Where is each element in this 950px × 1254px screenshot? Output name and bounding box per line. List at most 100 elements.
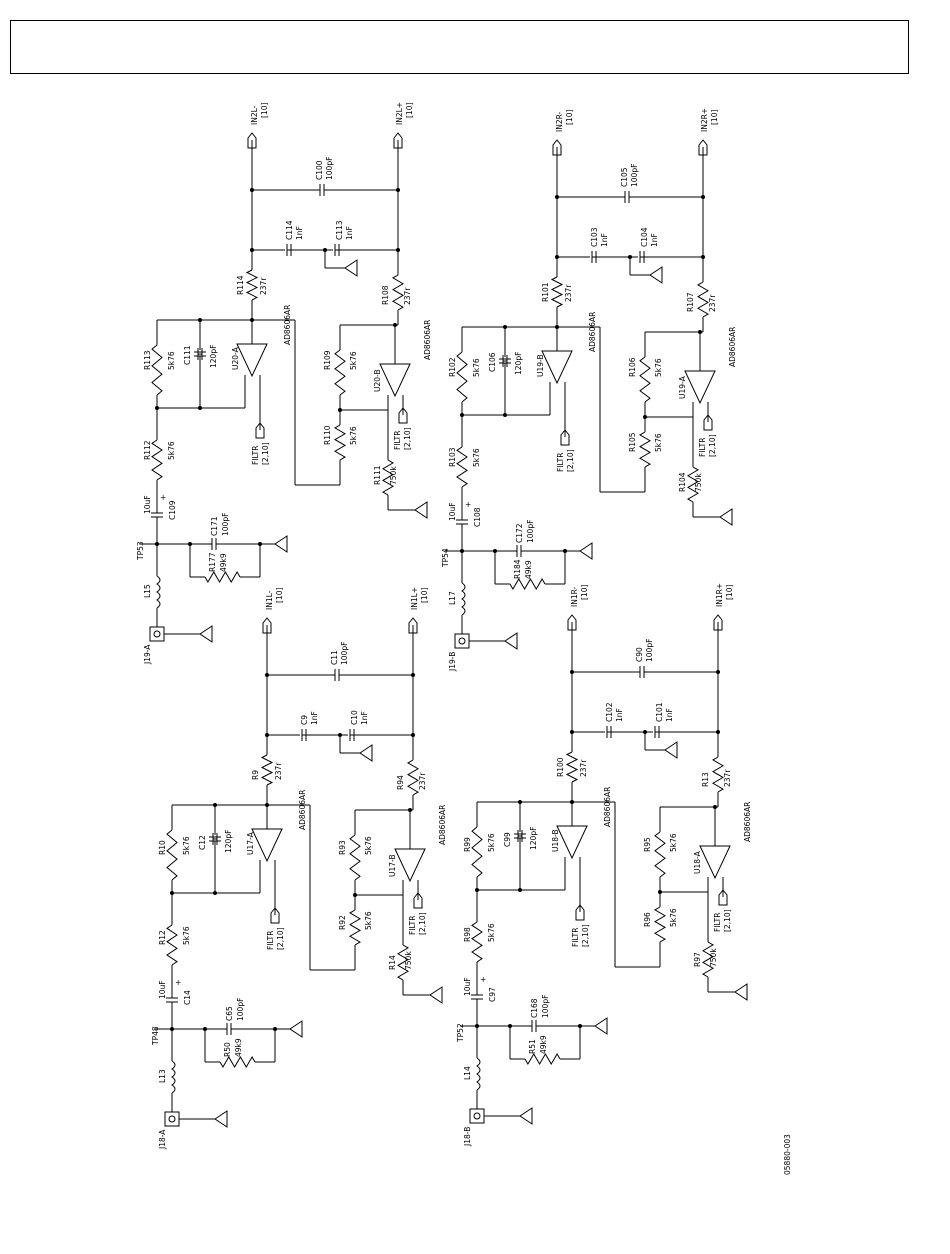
ground-symbol [579,542,593,560]
component-ref: C102 [605,702,614,722]
component-ref: C9 [300,715,309,725]
resistor [471,921,483,963]
inductor [476,1057,481,1091]
opamp-symbol [541,350,573,385]
component-value: 120pF [209,345,218,368]
component-value: 1nF [600,233,609,247]
component-ref: R98 [463,927,472,942]
opamp-ref: U17-A [246,831,255,855]
port-flag [270,907,280,924]
component-ref: R109 [323,350,332,370]
net-label: FILTR [393,431,402,450]
resistor [509,578,546,590]
port-flag [247,132,257,149]
resistor [349,834,361,881]
component-ref: C105 [620,167,629,187]
component-ref: R101 [541,282,550,302]
component-ref: C106 [488,352,497,372]
port-flag [703,414,713,431]
connector-label: J18-B [463,1127,472,1147]
component-ref: R97 [693,952,702,967]
component-value: 5k76 [669,833,678,852]
resistor [456,351,468,403]
inductor-label: L17 [448,591,457,605]
component-value: 750k [694,473,703,492]
testpoint-label: TP48 [151,1026,160,1046]
component-value: 1nF [345,226,354,240]
polarity-plus: + [465,500,471,509]
component-ref: C65 [225,1006,234,1021]
output-net-label: IN1L- [265,590,274,610]
component-value: 120pF [529,827,538,850]
output-net-label: IN2R- [555,111,564,132]
opamp-ref: U20-B [373,369,382,392]
component-value: 237r [564,284,573,302]
net-label: FILTR [556,453,565,472]
component-ref: R104 [678,472,687,492]
component-ref: C114 [285,220,294,240]
component-ref: R107 [686,292,695,312]
output-net-label: IN1L+ [410,587,419,610]
component-value: 10uF [158,980,167,999]
ground-symbol [519,1107,533,1125]
component-ref: R95 [643,837,652,852]
component-value: 120pF [224,830,233,853]
ground-symbol [274,535,288,553]
ground-symbol [594,1017,608,1035]
testpoint-label: TP54 [441,548,450,568]
component-value: 1nF [665,708,674,722]
connector-label: J19-A [143,644,152,665]
part-number: AD8606AR [603,787,612,827]
resistor [245,269,259,301]
ground-symbol [719,508,733,526]
output-net-label: IN1R+ [715,583,724,607]
resistor [151,344,163,396]
component-value: 100pF [340,642,349,665]
component-value: 5k76 [487,833,496,852]
component-value: 5k76 [472,358,481,377]
resistor [654,831,666,878]
component-ref: R51 [528,1039,537,1054]
resistor [392,274,404,311]
ground-symbol [429,986,443,1004]
component-value: 237r [723,769,732,787]
net-label: [2,10] [261,442,270,465]
opamp-symbol [236,343,268,378]
output-net-ref: [10] [725,585,734,600]
component-ref: R103 [448,447,457,467]
component-value: 5k76 [182,836,191,855]
resistor [260,754,274,786]
resistor [349,909,361,946]
component-value: 5k76 [654,433,663,452]
output-net-ref: [10] [260,103,269,118]
component-value: 49k9 [219,553,228,572]
inductor-label: L15 [143,584,152,598]
component-ref: C109 [168,500,177,520]
resistor [524,1053,561,1065]
bnc-connector [149,626,165,642]
junction-dot [408,808,412,812]
port-flag [255,422,265,439]
resistor [151,439,163,481]
output-net-ref: [10] [710,110,719,125]
component-ref: C172 [515,523,524,543]
port-flag [560,429,570,446]
component-value: 5k76 [669,908,678,927]
net-label: [2,10] [276,927,285,950]
component-ref: C100 [315,160,324,180]
component-value: 1nF [310,711,319,725]
opamp-symbol [251,828,283,863]
component-value: 1nF [615,708,624,722]
component-value: 5k76 [182,926,191,945]
resistor [334,424,346,461]
component-value: 750k [404,951,413,970]
component-value: 237r [259,277,268,295]
opamp-symbol [394,848,426,883]
component-ref: R111 [373,465,382,485]
ground-symbol [649,266,663,284]
component-ref: R9 [251,770,260,780]
component-value: 5k76 [364,836,373,855]
part-number: AD8606AR [298,790,307,830]
part-number: AD8606AR [728,327,737,367]
